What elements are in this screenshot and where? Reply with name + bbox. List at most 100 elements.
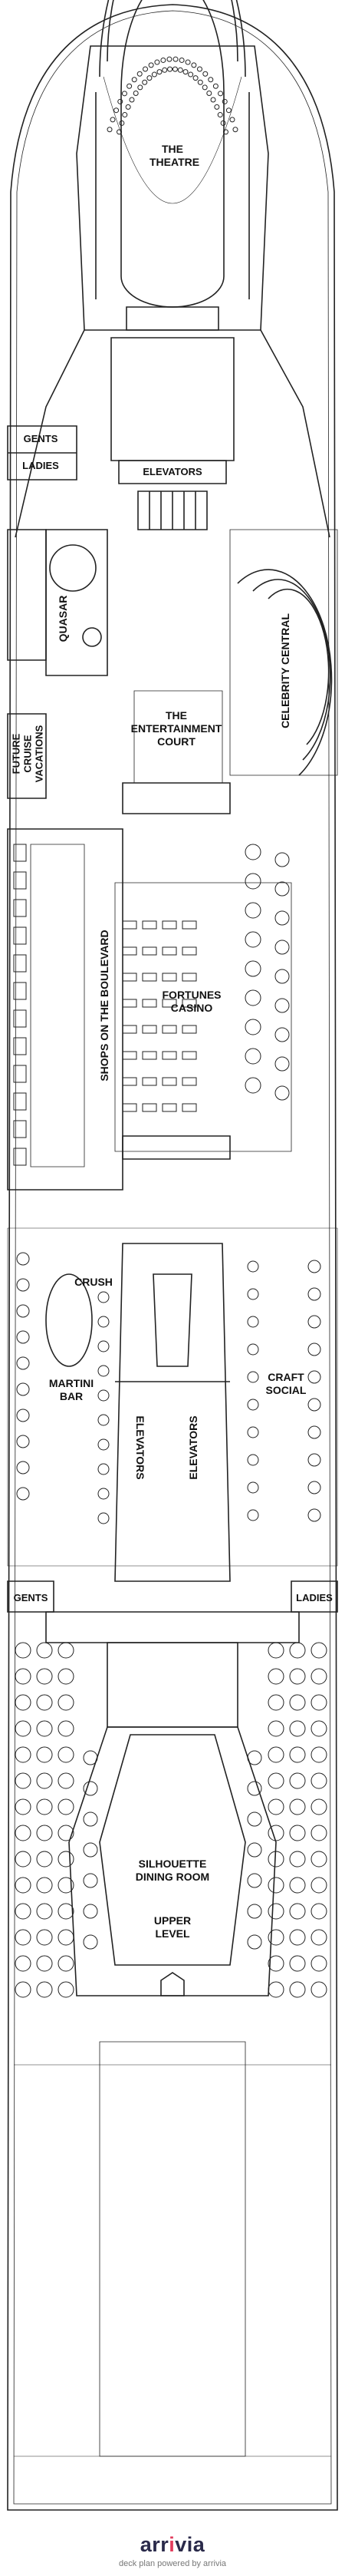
celebrity-central-label[interactable]: CELEBRITY CENTRAL (279, 613, 291, 728)
table-seat (16, 1278, 30, 1292)
table-seat (214, 104, 220, 110)
dining-room-area (45, 1611, 300, 1643)
furniture-block (142, 1103, 157, 1112)
table-seat (179, 57, 185, 63)
theatre-label[interactable]: THE THEATRE (150, 143, 200, 169)
casino-label[interactable]: FORTUNES CASINO (150, 989, 234, 1015)
martini-bar-label[interactable]: MARTINI BAR (44, 1377, 98, 1403)
elevators-aft-left-label[interactable]: ELEVATORS (134, 1415, 146, 1480)
table-seat (289, 1798, 306, 1815)
table-seat (36, 1772, 53, 1789)
furniture-block (13, 1037, 27, 1055)
quasar-label[interactable]: QUASAR (57, 595, 69, 642)
table-seat (142, 79, 148, 85)
table-seat (247, 1426, 259, 1438)
table-seat (122, 112, 128, 118)
table-seat (97, 1488, 110, 1500)
table-seat (289, 1694, 306, 1711)
table-seat (307, 1315, 321, 1329)
table-seat (177, 67, 183, 73)
table-seat (289, 1981, 306, 1998)
gents-aft-label[interactable]: GENTS (13, 1592, 48, 1603)
table-seat (58, 1642, 74, 1659)
table-seat (307, 1370, 321, 1384)
table-seat (307, 1260, 321, 1273)
table-seat (160, 57, 166, 63)
silhouette-line2: DINING ROOM (135, 1871, 210, 1883)
table-seat (307, 1425, 321, 1439)
table-seat (36, 1981, 53, 1998)
table-seat (247, 1371, 259, 1383)
table-seat (36, 1877, 53, 1894)
table-seat (16, 1330, 30, 1344)
theatre-label-line2: THEATRE (150, 156, 200, 168)
furniture-block (122, 1051, 137, 1060)
table-seat (58, 1851, 74, 1868)
credit-text: deck plan powered by arrivia (118, 2559, 227, 2568)
table-seat (36, 1668, 53, 1685)
table-seat (36, 1642, 53, 1659)
gents-fwd-label[interactable]: GENTS (23, 433, 58, 444)
table-seat (97, 1291, 110, 1303)
upper-level-label[interactable]: UPPER LEVEL (146, 1914, 199, 1940)
table-seat (16, 1487, 30, 1501)
table-seat (247, 1343, 259, 1356)
table-seat (16, 1409, 30, 1422)
table-seat (58, 1903, 74, 1920)
martini-bar-line1: MARTINI (48, 1377, 94, 1389)
table-seat (83, 1750, 98, 1765)
table-seat (310, 1772, 327, 1789)
table-seat (15, 1668, 31, 1685)
table-seat (247, 1781, 262, 1796)
ladies-fwd-label[interactable]: LADIES (22, 460, 59, 471)
craft-social-label[interactable]: CRAFT SOCIAL (259, 1371, 313, 1397)
furniture-block (13, 954, 27, 973)
silhouette-label[interactable]: SILHOUETTE DINING ROOM (119, 1858, 226, 1884)
furniture-block (142, 1077, 157, 1086)
table-seat (197, 79, 203, 85)
table-seat (36, 1720, 53, 1737)
furniture-block (13, 1009, 27, 1028)
table-seat (247, 1454, 259, 1466)
furniture-block (182, 973, 197, 982)
table-seat (151, 71, 157, 78)
table-seat (146, 75, 153, 81)
elevators-aft-right-label[interactable]: ELEVATORS (187, 1415, 199, 1480)
furniture-block (122, 1025, 137, 1034)
table-seat (206, 90, 212, 96)
shops-label[interactable]: SHOPS ON THE BOULEVARD (98, 930, 110, 1082)
craft-social-line2: SOCIAL (265, 1384, 307, 1396)
table-seat (247, 1288, 259, 1300)
table-seat (16, 1356, 30, 1370)
furniture-block (13, 871, 27, 890)
table-seat (222, 129, 228, 135)
table-seat (143, 66, 149, 72)
table-seat (83, 1842, 98, 1858)
table-seat (15, 1851, 31, 1868)
ladies-aft-label[interactable]: LADIES (296, 1592, 333, 1603)
table-seat (15, 1981, 31, 1998)
furniture-block (162, 973, 177, 982)
elevators-fwd-label[interactable]: ELEVATORS (143, 466, 202, 477)
table-seat (172, 56, 179, 62)
table-seat (289, 1851, 306, 1868)
table-seat (310, 1825, 327, 1841)
theatre-label-line1: THE (162, 143, 183, 155)
table-seat (268, 1929, 284, 1946)
table-seat (307, 1342, 321, 1356)
table-seat (247, 1481, 259, 1494)
table-seat (310, 1746, 327, 1763)
brand-logo: arrivia (0, 2533, 345, 2557)
future-cruise-label[interactable]: FUTURE CRUISE VACATIONS (11, 725, 45, 783)
furniture-block (142, 999, 157, 1008)
table-seat (247, 1811, 262, 1827)
furniture-block (162, 1025, 177, 1034)
table-seat (16, 1461, 30, 1475)
crush-label[interactable]: CRUSH (74, 1276, 113, 1288)
table-seat (83, 1811, 98, 1827)
entertainment-court-label[interactable]: THE ENTERTAINMENT COURT (130, 709, 222, 748)
furniture-block (122, 973, 137, 982)
table-seat (310, 1694, 327, 1711)
table-seat (172, 66, 178, 72)
